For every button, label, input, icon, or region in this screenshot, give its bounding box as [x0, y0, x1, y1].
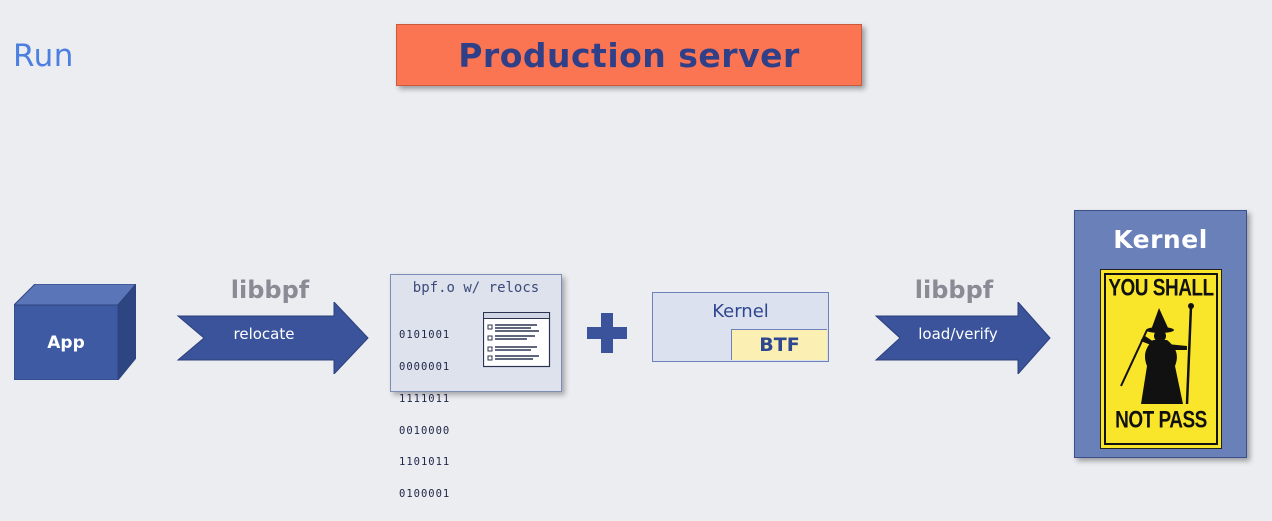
step1-libbpf-label: libbpf	[230, 276, 310, 304]
cube-icon	[14, 284, 136, 380]
bpf-binary-content: 0101001 0000001 1111011 0010000 1101011 …	[399, 309, 450, 521]
kernel-title: Kernel	[1113, 225, 1208, 254]
sign-top-text: YOU SHALL	[1108, 275, 1214, 302]
app-label: App	[47, 332, 85, 353]
btf-tag: BTF	[731, 329, 827, 360]
btf-tag-label: BTF	[759, 334, 800, 356]
bpf-object-file: bpf.o w/ relocs 0101001 0000001 1111011 …	[390, 274, 562, 499]
right-arrow-icon	[874, 302, 1051, 374]
bpf-object-title: bpf.o w/ relocs	[412, 280, 540, 296]
banner-label: Production server	[458, 35, 800, 75]
kernel-btf-box: Kernel BTF	[652, 292, 829, 362]
slide-title: Run	[13, 38, 74, 74]
kernel-panel: Kernel YOU SHALL NOT PASS	[1074, 210, 1247, 458]
warning-sign: YOU SHALL NOT PASS	[1100, 269, 1222, 449]
binary-line: 1111011	[399, 392, 451, 405]
step2-libbpf-label: libbpf	[914, 276, 994, 304]
plus-icon	[587, 313, 627, 353]
load-verify-label: load/verify	[918, 325, 998, 343]
wizard-icon	[1120, 303, 1194, 405]
sign-border	[1104, 273, 1218, 445]
binary-line: 0100001	[399, 488, 451, 501]
binary-line: 1101011	[399, 456, 451, 469]
binary-line: 0000001	[399, 360, 451, 373]
kernel-btf-title: Kernel	[712, 301, 769, 322]
production-server-banner: Production server	[396, 24, 862, 86]
relocate-label: relocate	[233, 325, 295, 343]
binary-line: 0101001	[399, 329, 451, 342]
binary-line: 0010000	[399, 424, 451, 437]
sign-bottom-text: NOT PASS	[1115, 407, 1207, 434]
window-icon	[483, 312, 551, 368]
right-arrow-icon	[176, 302, 369, 374]
